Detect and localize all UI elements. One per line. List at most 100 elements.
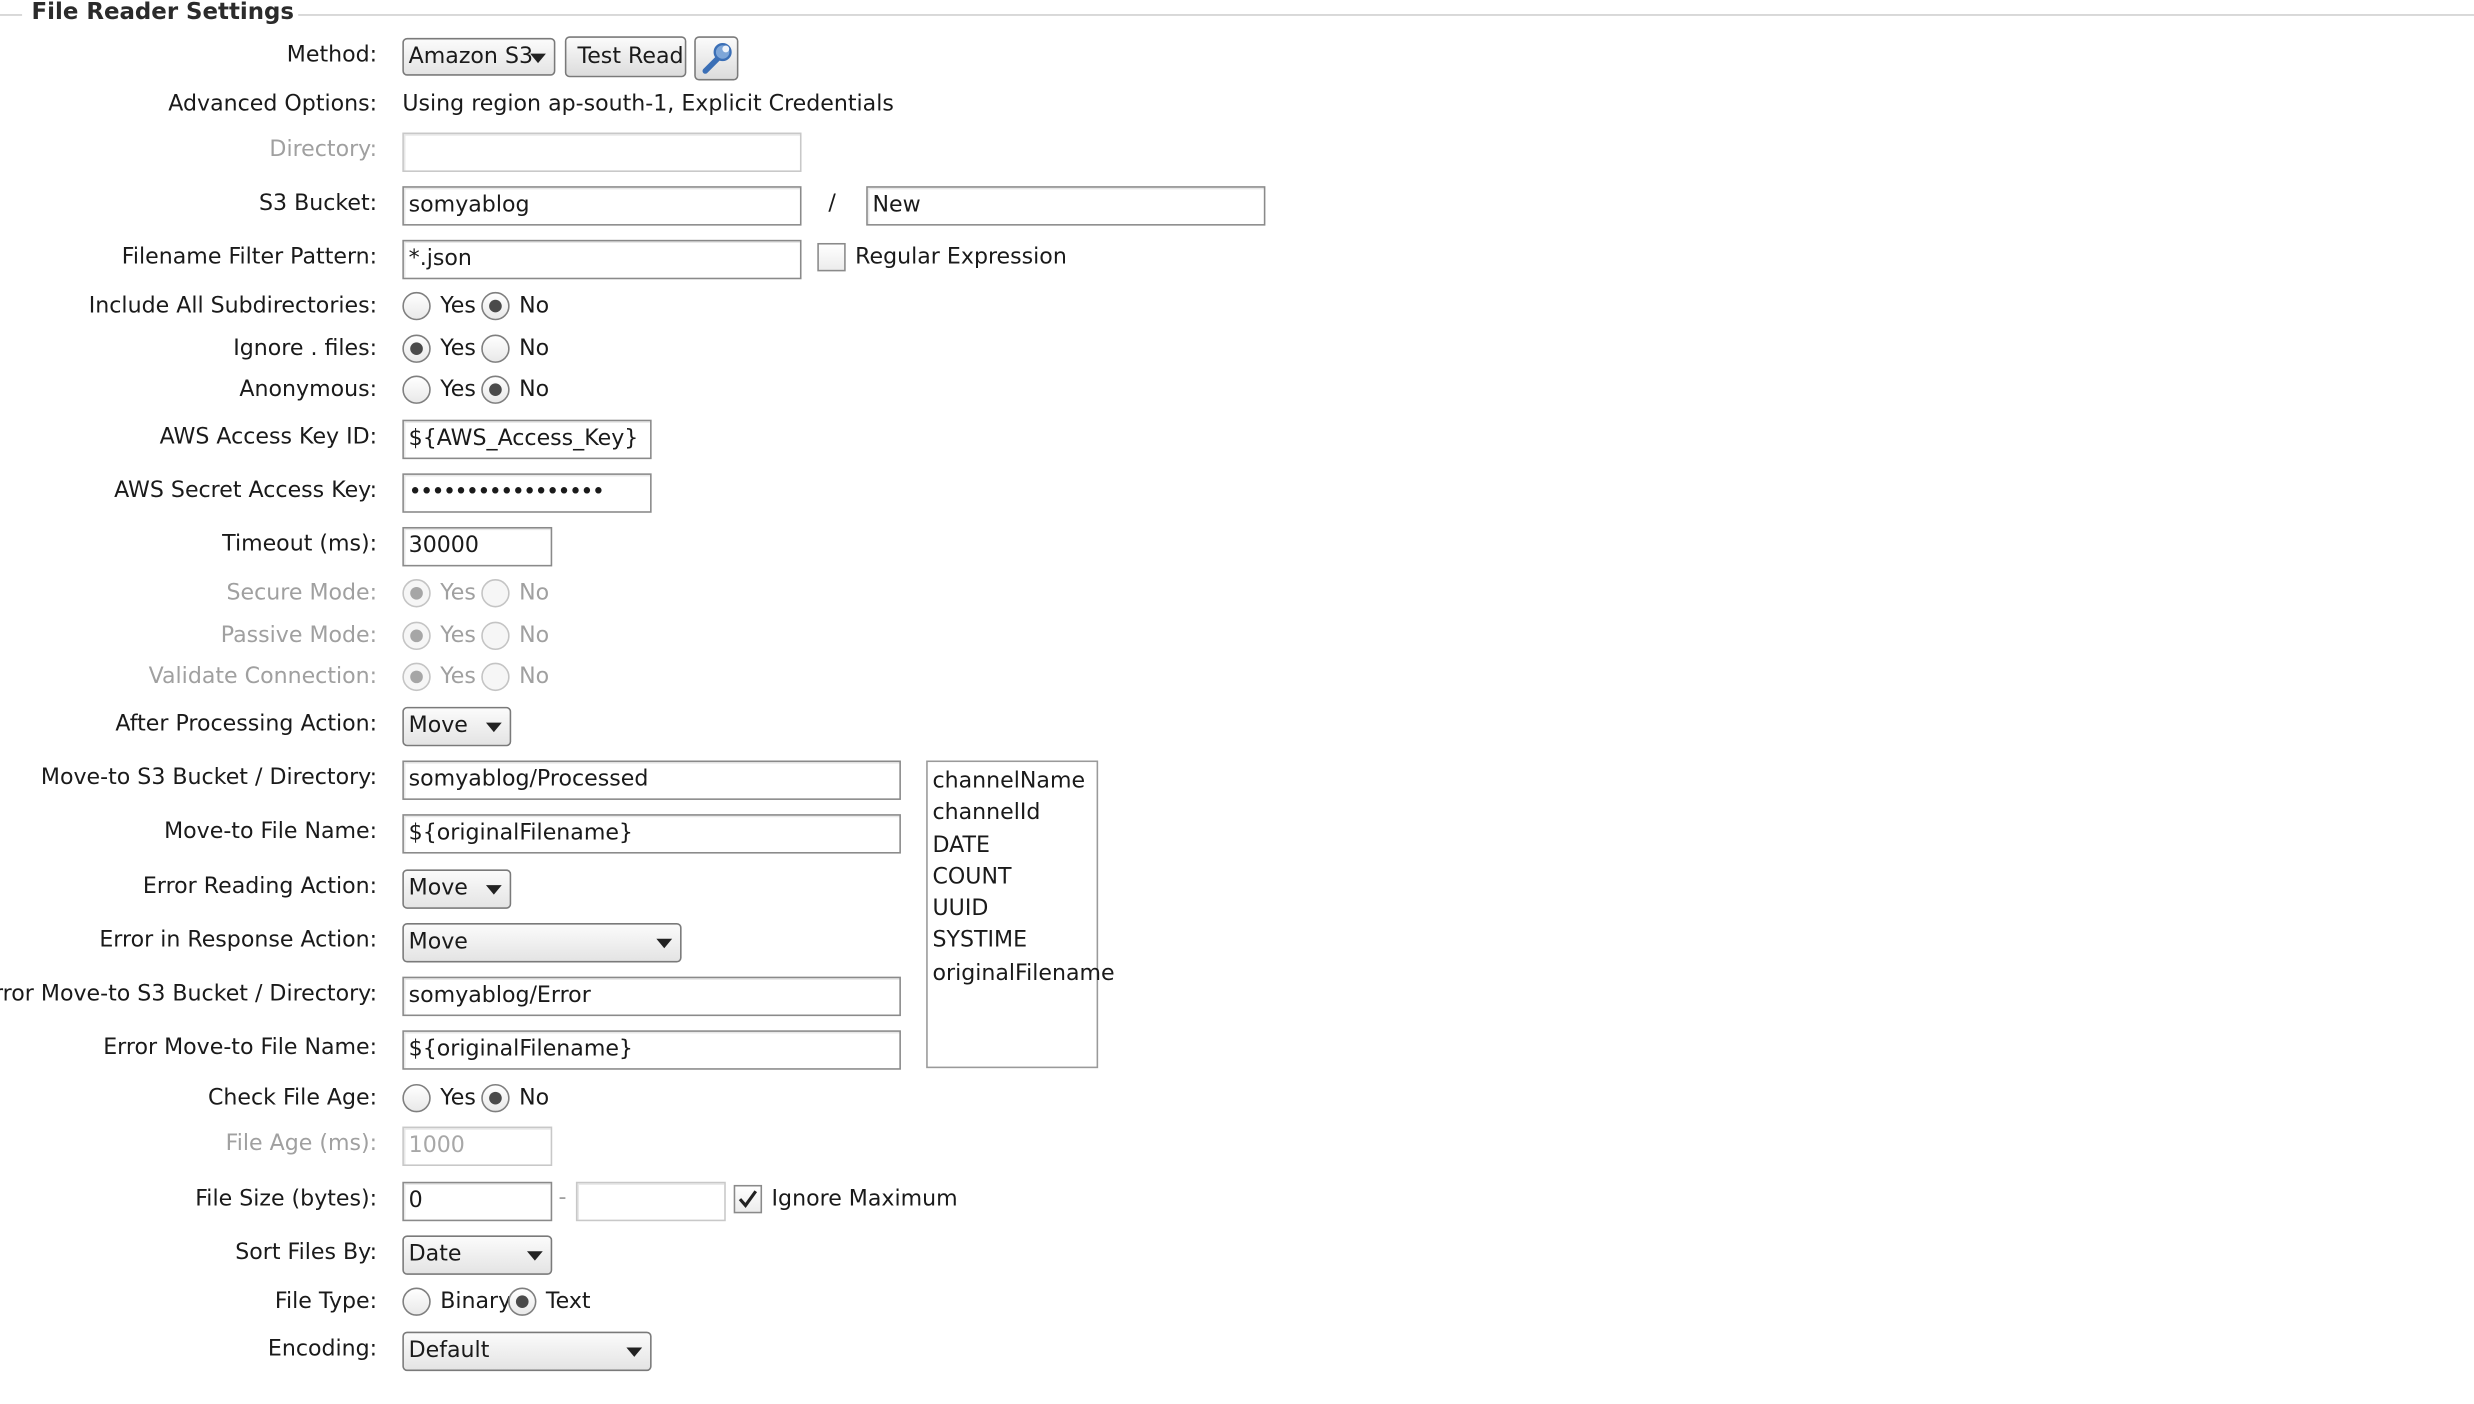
bucket-separator: / [828,190,836,217]
variables-list[interactable]: channelName channelId DATE COUNT UUID SY… [926,760,1115,1069]
ignore-dot-files-no-label: No [519,336,550,362]
include-subdirs-no-radio[interactable] [481,291,510,321]
filename-filter-field[interactable]: *.json [402,239,802,280]
move-to-dir-label: Move-to S3 Bucket / Directory: [40,765,378,791]
move-to-file-label: Move-to File Name: [164,818,378,845]
encoding-value: Default [408,1337,490,1364]
variable-item[interactable]: COUNT [932,864,1012,890]
error-move-dir-row: Error Move-to S3 Bucket / Directory: som… [0,976,2474,1017]
variable-item[interactable]: SYSTIME [932,928,1028,954]
after-processing-select[interactable]: Move [402,706,512,747]
file-age-field[interactable]: 1000 [402,1126,553,1166]
error-reading-select[interactable]: Move [402,869,512,909]
file-size-row: File Size (bytes): 0 - Ignore Maximum [0,1181,2474,1222]
validate-connection-label: Validate Connection: [148,664,378,690]
anonymous-yes-label: Yes [440,377,476,403]
move-to-dir-field[interactable]: somyablog/Processed [402,760,901,800]
check-file-age-label: Check File Age: [207,1085,378,1111]
ignore-dot-files-label: Ignore . files: [233,336,378,362]
chevron-down-icon [485,722,502,733]
s3-bucket-label: S3 Bucket: [258,190,378,217]
move-to-file-field[interactable]: ${originalFilename} [402,814,901,854]
validate-connection-yes-radio[interactable] [402,662,431,692]
advanced-options-label: Advanced Options: [168,91,378,117]
access-key-field[interactable]: ${AWS_Access_Key} [402,419,652,460]
secure-mode-yes-radio[interactable] [402,579,431,608]
include-subdirs-label: Include All Subdirectories: [88,293,378,319]
test-read-button[interactable]: Test Read [564,36,687,78]
error-response-row: Error in Response Action: Move [0,923,2474,963]
s3-bucket-field[interactable]: somyablog [402,186,802,226]
s3-prefix-field[interactable]: New [866,186,1266,226]
passive-mode-no-radio[interactable] [481,621,510,651]
error-response-select[interactable]: Move [402,923,682,963]
secret-key-field[interactable]: ••••••••••••••••• [402,473,652,513]
file-size-label: File Size (bytes): [195,1186,378,1212]
error-move-file-row: Error Move-to File Name: ${originalFilen… [0,1030,2474,1070]
check-file-age-no-label: No [519,1085,550,1111]
regex-checkbox[interactable] [817,242,846,272]
error-move-file-label: Error Move-to File Name: [103,1035,378,1061]
advanced-options-value: Using region ap-south-1, Explicit Creden… [402,91,894,117]
panel-border [0,14,23,16]
timeout-field[interactable]: 30000 [402,526,553,567]
move-to-file-row: Move-to File Name: ${originalFilename} [0,814,2474,854]
encoding-select[interactable]: Default [402,1331,652,1372]
variable-item[interactable]: UUID [932,896,989,922]
file-type-text-radio[interactable] [508,1287,537,1316]
file-type-binary-radio[interactable] [402,1287,431,1316]
regex-label: Regular Expression [855,244,1067,270]
secure-mode-no-radio[interactable] [481,579,510,608]
check-file-age-no-radio[interactable] [481,1083,510,1113]
ignore-maximum-label: Ignore Maximum [771,1186,958,1212]
after-processing-row: After Processing Action: Move [0,706,2474,747]
check-file-age-yes-radio[interactable] [402,1083,431,1113]
secure-mode-no-label: No [519,580,550,606]
include-subdirs-yes-radio[interactable] [402,291,431,321]
check-file-age-yes-label: Yes [440,1085,476,1111]
check-file-age-row: Check File Age: Yes No [0,1081,2474,1119]
variable-item[interactable]: originalFilename [932,960,1115,986]
chevron-down-icon [530,53,546,64]
sort-by-value: Date [408,1241,462,1267]
method-row: Method: Amazon S3 Test Read [0,36,2474,81]
after-processing-value: Move [408,713,468,739]
ignore-maximum-checkbox[interactable] [733,1184,763,1214]
advanced-settings-button[interactable] [694,36,739,81]
error-reading-label: Error Reading Action: [142,874,378,900]
ignore-dot-files-yes-label: Yes [440,336,476,362]
variable-item[interactable]: DATE [932,832,990,858]
error-move-dir-field[interactable]: somyablog/Error [402,976,901,1017]
error-reading-value: Move [408,875,468,901]
chevron-down-icon [626,1347,643,1357]
after-processing-label: After Processing Action: [115,711,378,737]
file-age-row: File Age (ms): 1000 [0,1126,2474,1166]
passive-mode-no-label: No [519,623,550,649]
secure-mode-label: Secure Mode: [226,580,378,606]
ignore-dot-files-no-radio[interactable] [481,334,510,363]
secret-key-row: AWS Secret Access Key: ••••••••••••••••• [0,473,2474,513]
passive-mode-row: Passive Mode: Yes No [0,618,2474,656]
file-size-min-field[interactable]: 0 [402,1181,553,1222]
validate-connection-no-radio[interactable] [481,662,510,692]
sort-by-row: Sort Files By: Date [0,1235,2474,1275]
directory-field[interactable] [402,132,802,172]
include-subdirs-no-label: No [519,293,550,319]
method-select[interactable]: Amazon S3 [402,37,556,76]
variable-item[interactable]: channelId [932,800,1041,826]
advanced-options-row: Advanced Options: Using region ap-south-… [0,87,2474,125]
ignore-dot-files-yes-radio[interactable] [402,334,431,363]
method-label: Method: [286,42,378,68]
anonymous-yes-radio[interactable] [402,375,431,404]
variable-item[interactable]: channelName [932,768,1086,794]
anonymous-no-radio[interactable] [481,375,510,404]
directory-label: Directory: [269,137,378,163]
sort-by-select[interactable]: Date [402,1235,553,1275]
error-reading-row: Error Reading Action: Move [0,869,2474,909]
file-size-max-field[interactable] [575,1181,726,1222]
error-move-file-field[interactable]: ${originalFilename} [402,1030,901,1070]
passive-mode-yes-radio[interactable] [402,621,431,651]
access-key-label: AWS Access Key ID: [159,424,378,450]
error-move-dir-label: Error Move-to S3 Bucket / Directory: [0,981,378,1007]
